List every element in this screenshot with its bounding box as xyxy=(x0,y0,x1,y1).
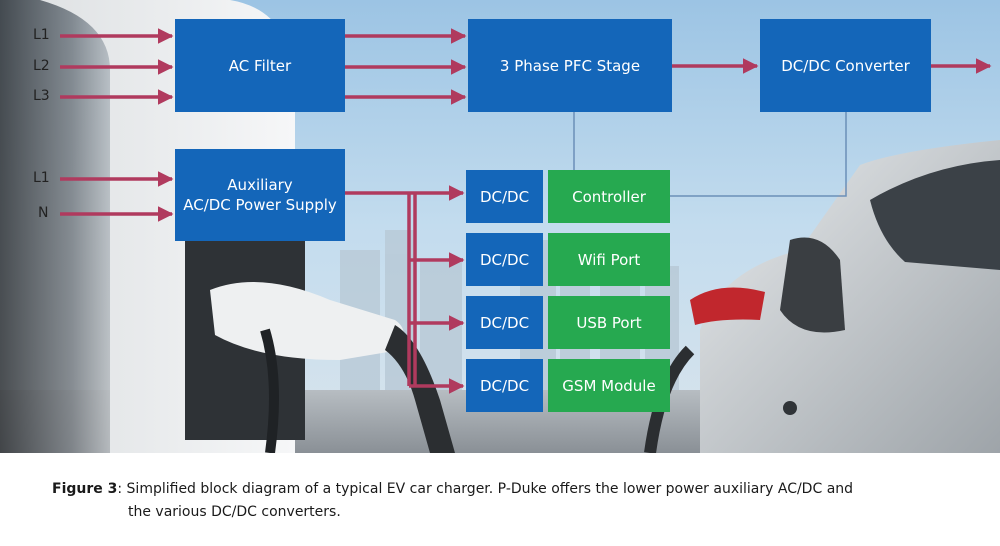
caption-text-line2: the various DC/DC converters. xyxy=(128,504,341,520)
auxiliary-acdc-block: Auxiliary AC/DC Power Supply xyxy=(175,149,345,241)
pfc-stage-label: 3 Phase PFC Stage xyxy=(499,56,641,75)
dcdc-block-gsm: DC/DC xyxy=(466,359,543,412)
ac-filter-label: AC Filter xyxy=(228,56,292,75)
wire-controller-dcdc xyxy=(670,110,847,197)
input-label-l3: L3 xyxy=(33,88,50,104)
usb-port-label: USB Port xyxy=(576,313,642,332)
caption-text-line1: : Simplified block diagram of a typical … xyxy=(117,481,854,497)
gsm-module-block: GSM Module xyxy=(548,359,670,412)
dcdc-converter-label: DC/DC Converter xyxy=(781,56,910,75)
usb-port-block: USB Port xyxy=(548,296,670,349)
dcdc-label: DC/DC xyxy=(479,187,530,206)
input-label-l2: L2 xyxy=(33,58,50,74)
controller-label: Controller xyxy=(572,187,646,206)
wifi-port-label: Wifi Port xyxy=(577,250,641,269)
input-label-l1-aux: L1 xyxy=(33,170,50,186)
figure-number: Figure 3 xyxy=(52,481,118,497)
dcdc-label: DC/DC xyxy=(479,376,530,395)
wifi-port-block: Wifi Port xyxy=(548,233,670,286)
auxiliary-label-line1: Auxiliary xyxy=(227,176,293,194)
dcdc-label: DC/DC xyxy=(479,313,530,332)
pfc-stage-block: 3 Phase PFC Stage xyxy=(468,19,672,112)
controller-block: Controller xyxy=(548,170,670,223)
dcdc-converter-block: DC/DC Converter xyxy=(760,19,931,112)
ac-filter-block: AC Filter xyxy=(175,19,345,112)
auxiliary-label-line2: AC/DC Power Supply xyxy=(183,196,337,214)
diagram-scene: L1 L2 L3 L1 N AC Filter 3 Phase PFC Stag… xyxy=(0,0,1000,453)
gsm-module-label: GSM Module xyxy=(562,376,656,395)
input-label-n: N xyxy=(38,205,49,221)
wiring xyxy=(60,28,992,394)
dcdc-block-controller: DC/DC xyxy=(466,170,543,223)
figure-caption: Figure 3: Simplified block diagram of a … xyxy=(52,478,972,524)
dcdc-block-wifi: DC/DC xyxy=(466,233,543,286)
input-label-l1: L1 xyxy=(33,27,50,43)
dcdc-label: DC/DC xyxy=(479,250,530,269)
dcdc-block-usb: DC/DC xyxy=(466,296,543,349)
